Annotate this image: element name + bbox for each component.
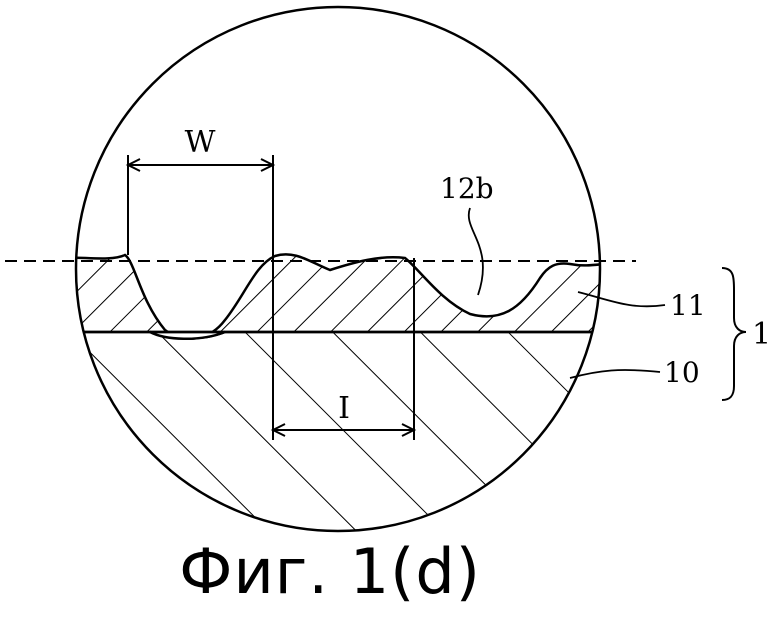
label-10: 10 [664, 356, 700, 389]
leader-12b [469, 208, 483, 295]
leader-10 [570, 370, 660, 378]
label-1: 1 [752, 317, 771, 352]
label-12b: 12b [440, 172, 494, 205]
label-11: 11 [670, 289, 706, 322]
label-w: W [185, 125, 216, 160]
grouping-brace [722, 268, 746, 400]
label-i: I [338, 391, 350, 426]
figure-caption: Фиг. 1(d) [0, 535, 660, 608]
width-dimension [128, 155, 273, 258]
surface-layer-11 [60, 254, 640, 338]
